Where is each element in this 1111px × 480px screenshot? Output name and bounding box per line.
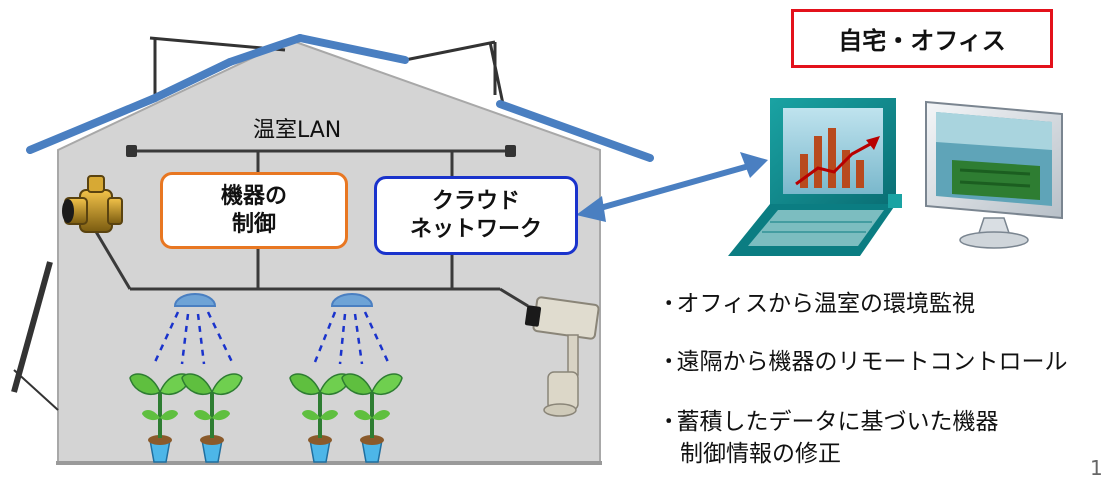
cloud-network-line2: ネットワーク	[409, 216, 542, 242]
sprinkler-icon	[153, 293, 234, 365]
valve-icon	[62, 175, 123, 233]
bullet-monitoring: ･オフィスから温室の環境監視	[663, 291, 976, 317]
lan-label: 温室LAN	[253, 118, 342, 143]
page-number: 1	[1090, 456, 1103, 480]
roof	[26, 34, 654, 162]
home-office-label: 自宅・オフィス	[791, 9, 1053, 68]
bidirectional-arrow-icon	[576, 152, 768, 222]
sprinkler-icon	[313, 293, 390, 365]
bullet-remote-control: ･遠隔から機器のリモートコントロール	[663, 349, 1068, 375]
plant-icon	[181, 373, 243, 463]
cloud-network-line1: クラウド	[431, 189, 520, 214]
device-control-box: 機器の 制御	[160, 172, 348, 249]
monitor-greenhouse-icon	[925, 100, 1063, 249]
camera-icon	[524, 296, 600, 417]
device-control-line1: 機器の	[220, 184, 287, 209]
bullet-data-correction: ･蓄積したデータに基づいた機器	[663, 409, 999, 435]
plant-icon	[129, 373, 191, 463]
lan-network	[93, 149, 529, 308]
device-control-line2: 制御	[231, 211, 276, 237]
laptop-chart-icon	[728, 98, 902, 256]
cloud-network-box: クラウド ネットワーク	[374, 176, 578, 255]
bullet-data-correction-cont: 制御情報の修正	[680, 441, 841, 467]
side-panel	[11, 261, 59, 411]
plant-icon	[341, 373, 403, 463]
